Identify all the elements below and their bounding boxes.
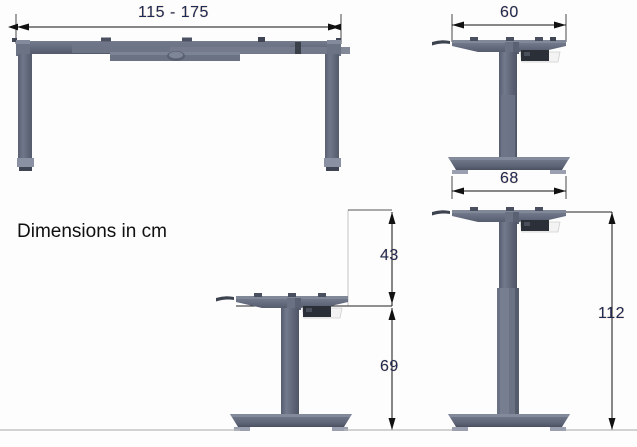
side-view-standing-group: [432, 207, 616, 431]
dimension-label-foot-depth: 68: [500, 170, 519, 187]
dimension-label-travel: 43: [380, 247, 399, 264]
dimension-label-width-range: 115 - 175: [138, 4, 209, 21]
dimension-label-top-depth: 60: [500, 4, 519, 21]
side-view-low-group: [432, 14, 570, 199]
side-view-seated-group: [216, 209, 396, 431]
units-note: Dimensions in cm: [17, 221, 167, 242]
front-view-group: [8, 14, 350, 171]
dimension-label-max-height: 112: [598, 305, 626, 322]
dimension-label-min-height: 69: [380, 358, 399, 375]
